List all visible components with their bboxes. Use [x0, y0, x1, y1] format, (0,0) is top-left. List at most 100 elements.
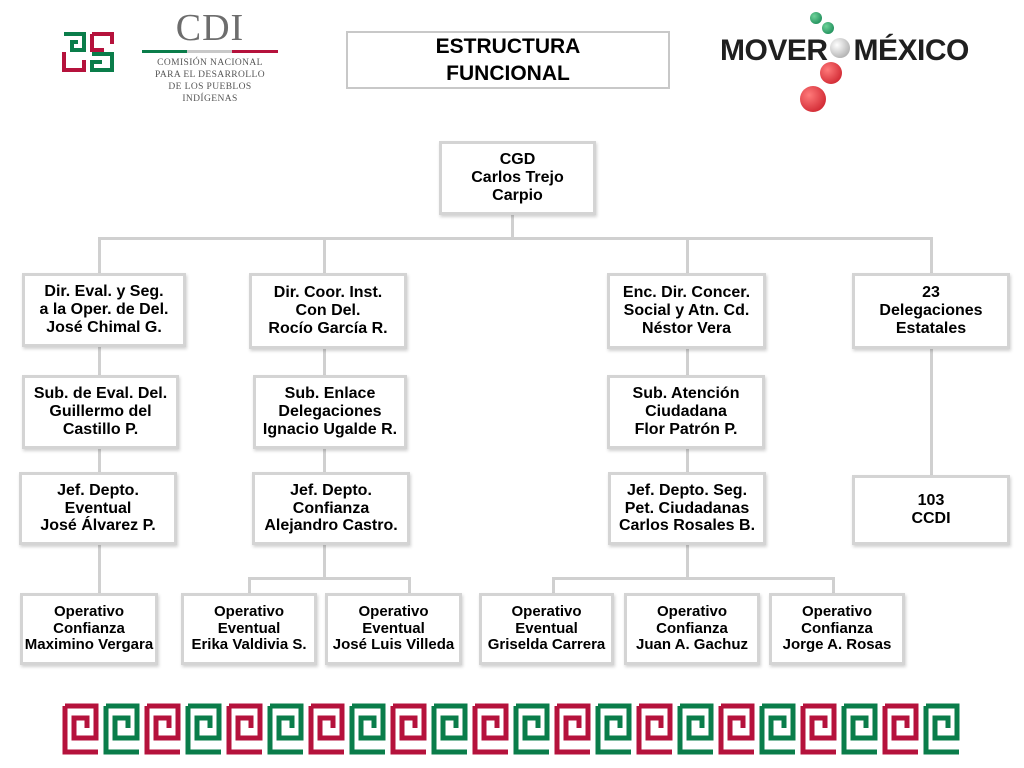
page-title-line1: ESTRUCTURA — [435, 34, 581, 58]
connector-line — [686, 448, 689, 473]
connector-line — [98, 237, 101, 273]
node-line: Social y Atn. Cd. — [623, 302, 750, 320]
connector-line — [511, 214, 514, 238]
node-line: Con Del. — [295, 302, 361, 320]
node-line: Sub. Atención — [632, 385, 740, 403]
node-line: Maximino Vergara — [24, 636, 154, 654]
connector-line — [686, 544, 689, 579]
org-node-dir-coor: Dir. Coor. Inst. Con Del. Rocío García R… — [249, 273, 407, 349]
node-line: José Chimal G. — [46, 318, 162, 336]
cdi-emblem-icon — [60, 30, 120, 74]
org-node-jef-seg: Jef. Depto. Seg. Pet. Ciudadanas Carlos … — [608, 472, 766, 545]
org-node-operativo: Operativo Confianza Juan A. Gachuz — [624, 593, 760, 665]
node-line: a la Oper. de Del. — [39, 301, 169, 319]
node-line: Eventual — [64, 499, 132, 517]
node-line: Rocío García R. — [268, 319, 388, 337]
red-ball-icon — [800, 86, 826, 112]
org-node-delegaciones: 23 Delegaciones Estatales — [852, 273, 1010, 349]
greek-key-motif — [62, 703, 99, 755]
red-ball-icon — [820, 62, 842, 84]
node-line: 103 — [917, 492, 945, 510]
mover-word: MOVER — [720, 34, 828, 67]
connector-line — [930, 348, 933, 476]
node-line: Operativo — [656, 602, 728, 620]
connector-line — [323, 237, 326, 273]
node-line: Néstor Vera — [642, 319, 731, 337]
cdi-name-line2: PARA EL DESARROLLO — [155, 70, 265, 80]
node-line: Carpio — [492, 186, 543, 204]
org-node-operativo: Operativo Confianza Jorge A. Rosas — [769, 593, 905, 665]
node-line: Guillermo del — [49, 403, 152, 421]
node-line: Alejandro Castro. — [264, 517, 398, 535]
org-node-cgd: CGD Carlos Trejo Carpio — [439, 141, 596, 215]
connector-line — [408, 577, 411, 594]
org-node-operativo: Operativo Eventual Griselda Carrera — [479, 593, 614, 665]
greek-key-motif — [595, 703, 632, 755]
greek-key-motif — [390, 703, 427, 755]
node-line: Flor Patrón P. — [634, 420, 738, 438]
node-line: 23 — [922, 284, 940, 302]
org-node-jef-eventual: Jef. Depto. Eventual José Álvarez P. — [19, 472, 177, 545]
node-line: Carlos Rosales B. — [618, 517, 756, 535]
connector-line — [930, 237, 933, 273]
greek-key-motif — [759, 703, 796, 755]
connector-line — [832, 577, 835, 594]
greek-key-motif — [923, 703, 960, 755]
connector-line — [98, 448, 101, 473]
cdi-logo: CDI COMISIÓN NACIONAL PARA EL DESARROLLO… — [140, 8, 280, 104]
org-node-operativo: Operativo Eventual Erika Valdivia S. — [181, 593, 317, 665]
node-line: Jef. Depto. — [290, 481, 372, 499]
node-line: Ignacio Ugalde R. — [262, 420, 398, 438]
connector-line — [98, 346, 101, 376]
node-line: José Luis Villeda — [332, 636, 455, 654]
org-node-operativo: Operativo Eventual José Luis Villeda — [325, 593, 462, 665]
node-line: Sub. de Eval. Del. — [33, 385, 168, 403]
node-line: CCDI — [911, 510, 951, 527]
greek-key-motif — [800, 703, 837, 755]
node-line: Estatales — [895, 319, 967, 337]
connector-line — [552, 577, 555, 594]
node-line: Confianza — [53, 619, 125, 637]
connector-line — [686, 348, 689, 376]
node-line: Griselda Carrera — [487, 636, 606, 654]
greek-key-motif — [431, 703, 468, 755]
org-node-dir-eval: Dir. Eval. y Seg. a la Oper. de Del. Jos… — [22, 273, 186, 347]
node-line: Ciudadana — [645, 403, 727, 421]
connector-line — [323, 544, 326, 579]
node-line: Sub. Enlace — [284, 385, 376, 403]
greek-key-border-icon — [62, 700, 962, 760]
node-line: José Álvarez P. — [40, 517, 156, 535]
node-line: Operativo — [511, 602, 582, 620]
green-ball-icon — [810, 12, 822, 24]
node-line: Operativo — [358, 602, 429, 620]
connector-line — [323, 448, 326, 473]
greek-key-motif — [472, 703, 509, 755]
connector-line — [248, 577, 411, 580]
cdi-name-line3: DE LOS PUEBLOS INDÍGENAS — [168, 82, 252, 104]
node-line: Juan A. Gachuz — [636, 636, 748, 654]
greek-key-motif — [718, 703, 755, 755]
node-line: Carlos Trejo — [471, 169, 564, 187]
connector-line — [98, 237, 933, 240]
node-line: Pet. Ciudadanas — [624, 499, 750, 517]
node-line: Operativo — [801, 602, 873, 620]
connector-line — [686, 237, 689, 273]
greek-key-motif — [308, 703, 345, 755]
greek-key-motif — [226, 703, 263, 755]
greek-key-motif — [267, 703, 304, 755]
greek-key-motif — [882, 703, 919, 755]
greek-key-motif — [841, 703, 878, 755]
org-node-sub-atencion: Sub. Atención Ciudadana Flor Patrón P. — [607, 375, 765, 449]
org-node-ccdi: 103 CCDI — [852, 475, 1010, 545]
org-node-operativo: Operativo Confianza Maximino Vergara — [20, 593, 158, 665]
node-line: Dir. Eval. y Seg. — [44, 283, 164, 301]
org-node-sub-eval: Sub. de Eval. Del. Guillermo del Castill… — [22, 375, 179, 449]
node-line: Eventual — [362, 619, 425, 637]
node-line: Jef. Depto. Seg. — [626, 481, 748, 499]
mexico-word: MÉXICO — [853, 34, 970, 67]
greek-key-motif — [349, 703, 386, 755]
cdi-name-line1: COMISIÓN NACIONAL — [157, 58, 263, 68]
node-line: Eventual — [515, 619, 578, 637]
node-line: Delegaciones — [879, 302, 983, 320]
node-line: CGD — [499, 151, 536, 169]
